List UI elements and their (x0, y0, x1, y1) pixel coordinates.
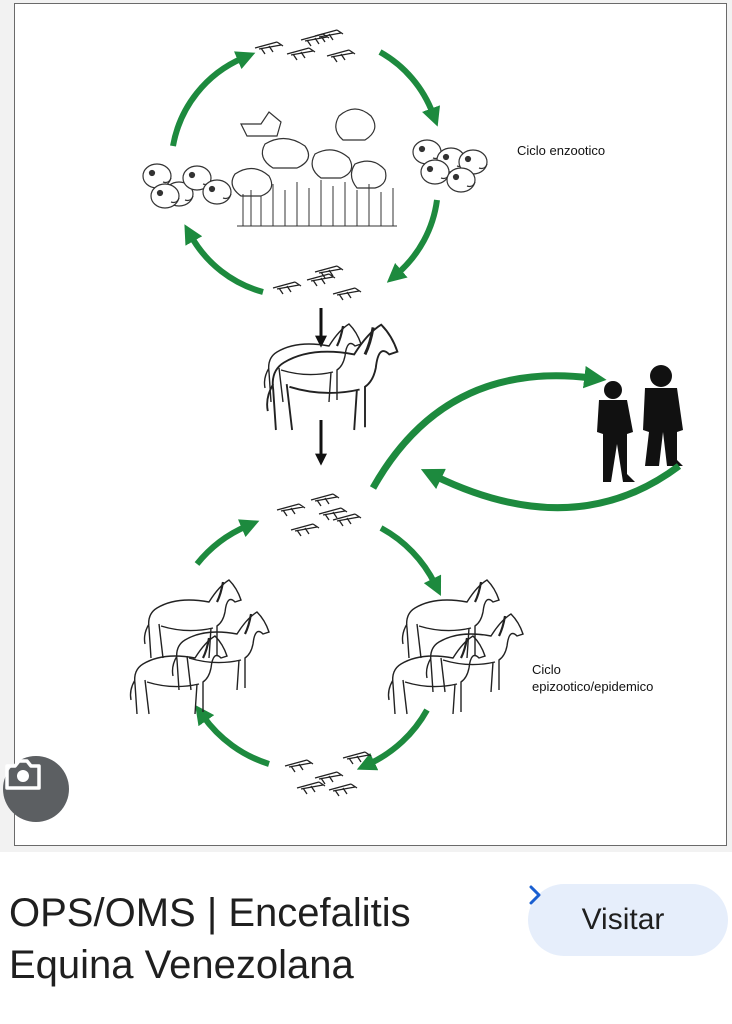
visit-label: Visitar (581, 903, 665, 936)
horse-drawing (263, 322, 363, 404)
diagram-graphics (129, 29, 683, 797)
cycle-diagram: Ciclo enzootico Ciclo epizootico/epidemi… (14, 3, 727, 846)
label-enzootic: Ciclo enzootico (517, 143, 606, 158)
lens-button[interactable] (3, 756, 69, 822)
epizootic-cycle (129, 493, 525, 797)
image-preview[interactable]: Ciclo enzootico Ciclo epizootico/epidemi… (0, 0, 732, 852)
human-figures (597, 365, 683, 482)
label-epizootic: Ciclo epizootico/epidemico (532, 662, 654, 694)
enzootic-cycle (142, 29, 488, 301)
visit-button[interactable]: Visitar (528, 884, 728, 956)
forest-drawing (231, 108, 397, 227)
result-title[interactable]: OPS/OMS | Encefalitis Equina Venezolana (9, 891, 411, 987)
